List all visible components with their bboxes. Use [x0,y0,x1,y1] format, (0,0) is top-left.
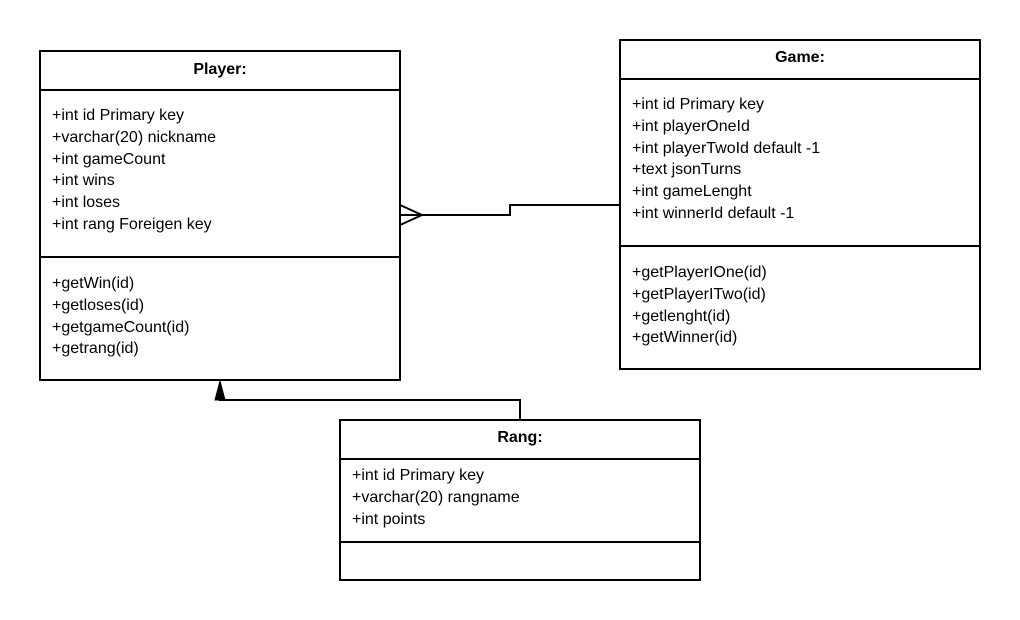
crows-foot-marker [399,204,425,226]
rang-attributes: +int id Primary key +varchar(20) rangnam… [341,460,699,543]
attribute: +varchar(20) nickname [52,128,217,146]
method: +getPlayerIOne(id) [632,264,767,281]
game-methods: +getPlayerIOne(id) +getPlayerITwo(id) +g… [621,247,979,349]
game-class-name: Game: [621,41,979,80]
player-attributes: +int id Primary key +varchar(20) nicknam… [41,91,399,258]
arrowhead-marker [214,379,226,401]
method: +getgameCount(id) [52,318,190,336]
attribute: +int playerOneId [632,117,750,135]
attribute: +int gameCount [52,150,166,168]
player-class-name: Player: [41,52,399,91]
attribute: +int playerTwoId default -1 [632,139,821,157]
rang-class-name: Rang: [341,421,699,460]
rang-player-connector [219,392,521,420]
attribute: +int points [352,510,426,528]
method: +getrang(id) [52,340,139,358]
attribute: +int loses [52,194,121,212]
attribute: +int id Primary key [52,107,185,124]
game-class[interactable]: Game: +int id Primary key +int playerOne… [619,39,981,370]
attribute: +int id Primary key [632,96,765,113]
attribute: +int id Primary key [352,467,485,484]
attribute: +varchar(20) rangname [352,488,520,506]
attribute: +int gameLenght [632,183,752,201]
attribute: +int winnerId default -1 [632,204,795,222]
rang-class[interactable]: Rang: +int id Primary key +varchar(20) r… [339,419,701,581]
game-player-connector [400,204,620,216]
method: +getPlayerITwo(id) [632,285,766,303]
method: +getWinner(id) [632,329,738,347]
method: +getWin(id) [52,275,135,292]
method: +getlenght(id) [632,307,731,325]
game-attributes: +int id Primary key +int playerOneId +in… [621,80,979,247]
attribute: +int wins [52,172,115,190]
player-class[interactable]: Player: +int id Primary key +varchar(20)… [39,50,401,381]
method: +getloses(id) [52,296,145,314]
attribute: +text jsonTurns [632,161,742,179]
player-methods: +getWin(id) +getloses(id) +getgameCount(… [41,258,399,360]
attribute: +int rang Foreigen key [52,215,212,233]
